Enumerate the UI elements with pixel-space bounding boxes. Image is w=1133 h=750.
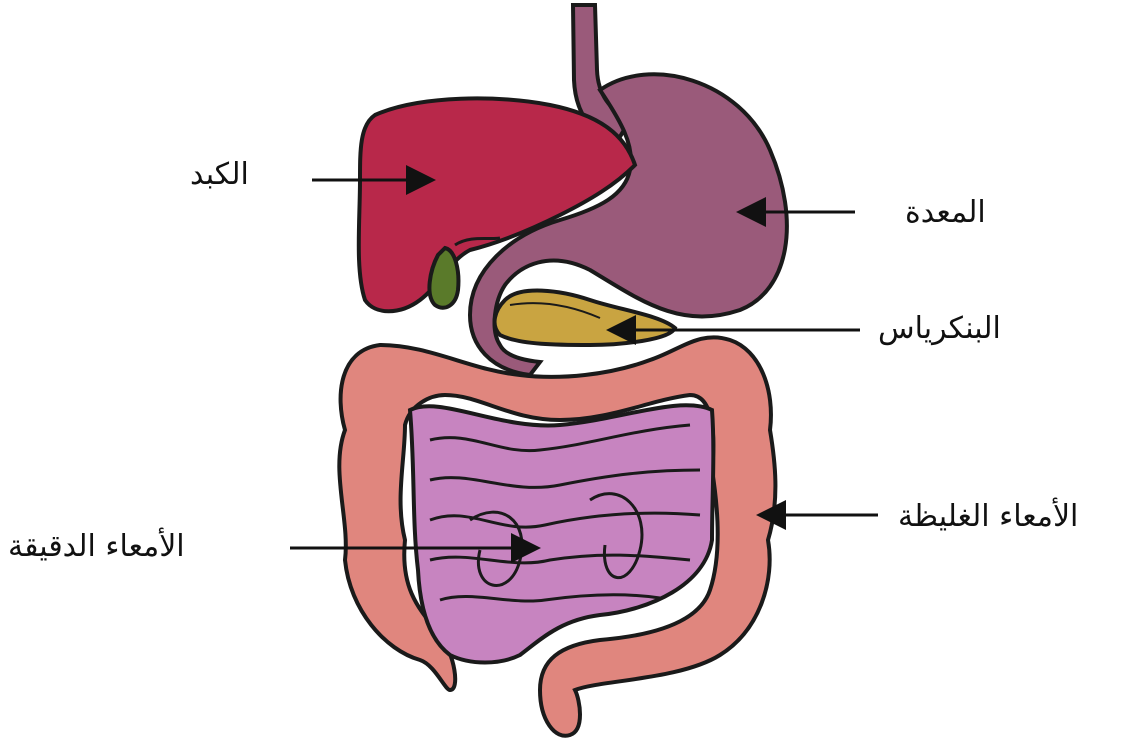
label-stomach: المعدة <box>905 198 986 228</box>
label-small-intestine: الأمعاء الدقيقة <box>8 532 185 562</box>
label-pancreas: البنكرياس <box>878 314 1001 344</box>
small-intestine <box>410 405 713 662</box>
label-large-intestine: الأمعاء الغليظة <box>898 502 1078 532</box>
label-liver: الكبد <box>190 160 249 190</box>
